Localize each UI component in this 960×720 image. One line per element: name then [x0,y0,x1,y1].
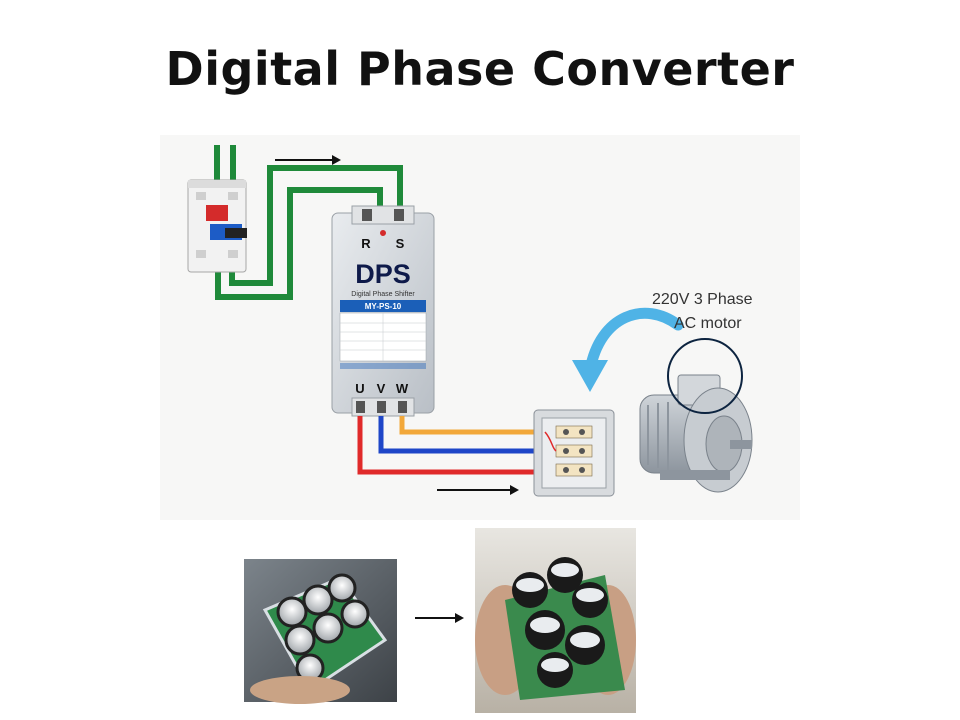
capacitor-board-photo [244,559,397,704]
motor-label-line1: 220V 3 Phase [652,291,753,308]
page-title: Digital Phase Converter [165,42,795,96]
flow-arrow-icon [437,485,519,495]
terminal-box-icon [533,409,615,497]
motor-icon [639,374,753,493]
terminal-u-label: U [355,381,364,396]
terminal-w-label: W [396,381,409,396]
flow-arrow-icon [275,155,341,165]
motor-label: 220V 3 Phase AC motor [652,288,753,336]
motor-label-line2: AC motor [674,315,742,332]
output-wires [357,416,545,475]
terminal-s-label: S [396,236,405,251]
terminal-r-label: R [361,236,371,251]
flow-arrow-icon [415,613,464,623]
curved-arrow-icon [572,307,684,392]
capacitor-board-photo [475,528,636,713]
device-model: MY-PS-10 [365,302,402,311]
breaker-icon [187,179,247,273]
dps-device: R S DPS Digital Phase Shifter MY-PS-10 U… [331,205,435,417]
device-brand: DPS [355,259,411,289]
input-wires [214,145,403,300]
terminal-v-label: V [377,381,386,396]
device-subtitle: Digital Phase Shifter [351,291,415,298]
motor-highlight-circle [667,338,743,414]
